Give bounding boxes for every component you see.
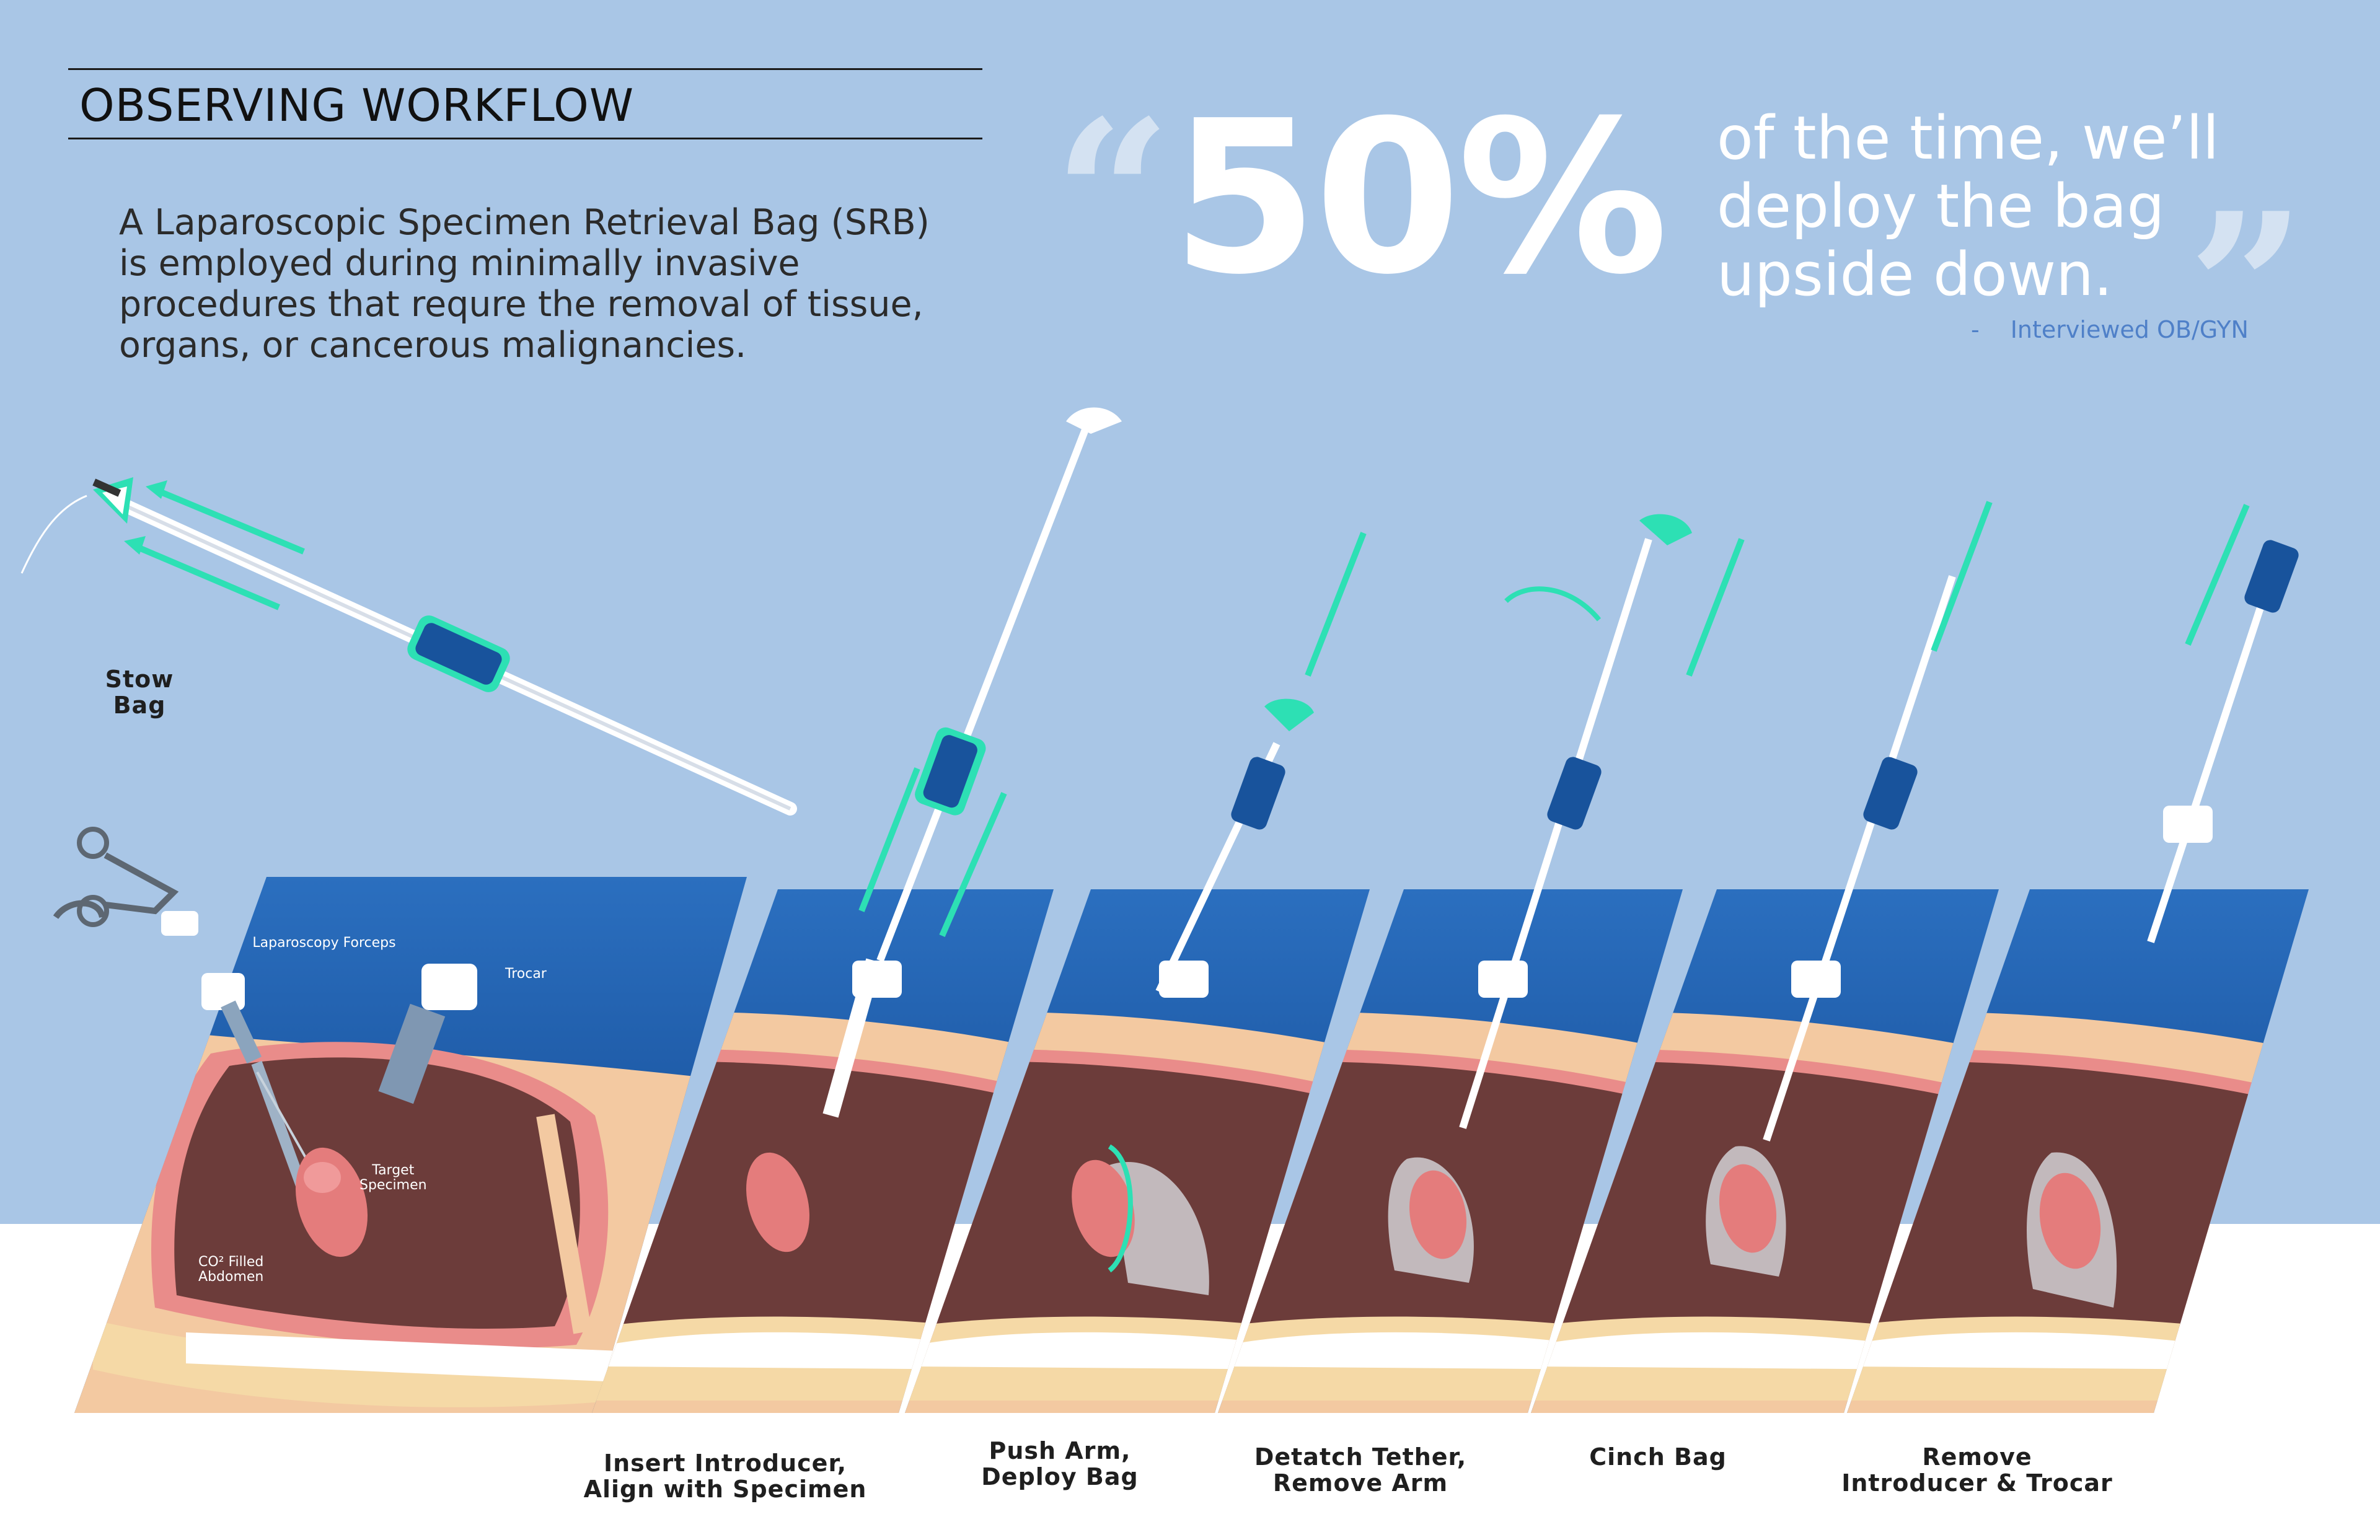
attribution-name: Interviewed OB/GYN — [2010, 316, 2249, 343]
stow-instrument — [20, 477, 797, 816]
quote-stat: 50% — [1171, 76, 1668, 321]
overview-panel — [53, 827, 747, 1413]
stow-bag-label: Stow Bag — [105, 666, 174, 719]
callout-trocar: Trocar — [505, 966, 547, 982]
step-label-1: Insert Introducer, Align with Specimen — [583, 1450, 867, 1503]
callout-specimen: Target Specimen — [359, 1163, 427, 1193]
close-quote-icon: ” — [2188, 168, 2306, 408]
callout-forceps: Laparoscopy Forceps — [252, 935, 395, 951]
step-label-2: Push Arm, Deploy Bag — [981, 1437, 1139, 1490]
open-quote-icon: “ — [1054, 75, 1171, 315]
section-title: OBSERVING WORKFLOW — [79, 79, 635, 131]
step-label-5: Remove Introducer & Trocar — [1841, 1443, 2113, 1497]
intro-paragraph: A Laparoscopic Specimen Retrieval Bag (S… — [119, 202, 930, 366]
quote-text: of the time, we’ll deploy the bag upside… — [1717, 103, 2219, 309]
title-rule-bottom — [68, 138, 982, 139]
step-label-3: Detatch Tether, Remove Arm — [1254, 1443, 1467, 1497]
callout-abdomen: CO² Filled Abdomen — [198, 1254, 264, 1285]
quote-attribution: - Interviewed OB/GYN — [1971, 316, 2249, 343]
title-rule-top — [68, 68, 982, 70]
attribution-dash: - — [1971, 316, 1980, 343]
step-label-4: Cinch Bag — [1589, 1443, 1727, 1471]
